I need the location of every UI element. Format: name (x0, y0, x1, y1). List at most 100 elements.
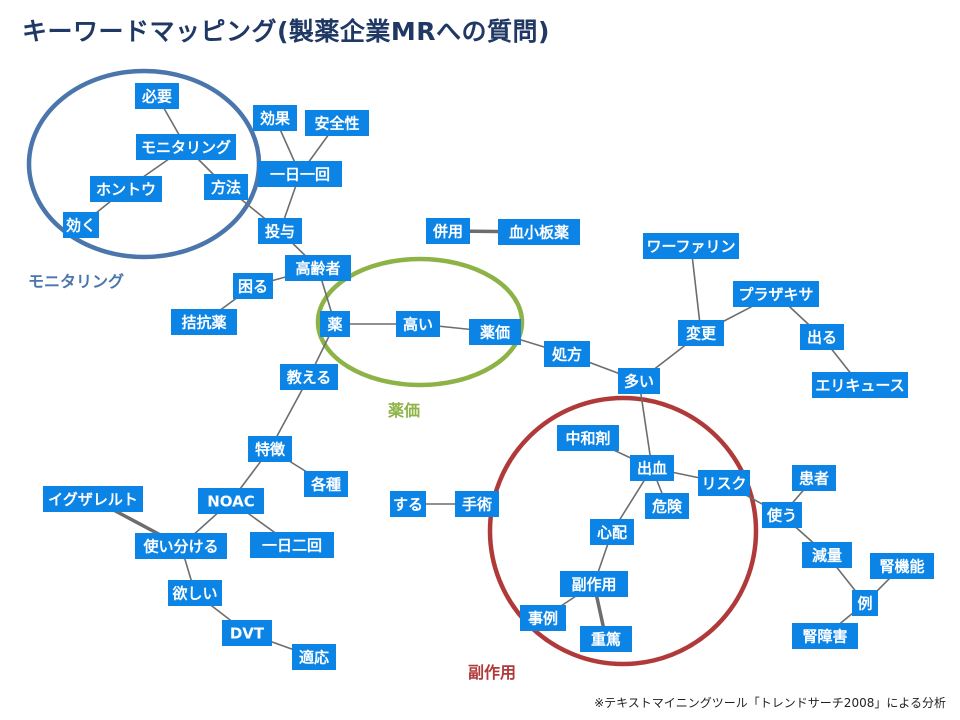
keyword-node-plazaxa[interactable]: プラザキサ (733, 281, 819, 307)
keyword-node-jirei[interactable]: 事例 (520, 605, 566, 631)
keyword-node-kikkouyaku[interactable]: 拮抗薬 (171, 309, 237, 335)
keyword-node-tsukaiwakeru[interactable]: 使い分ける (135, 533, 227, 559)
keyword-node-box (544, 341, 590, 367)
keyword-node-komaru[interactable]: 困る (233, 273, 273, 299)
keyword-node-oshieru[interactable]: 教える (280, 364, 338, 390)
keyword-node-label: 腎障害 (802, 628, 847, 646)
keyword-node-label: NOAC (207, 493, 255, 511)
keyword-node-box (135, 83, 179, 109)
keyword-node-box (253, 105, 297, 131)
keyword-node-chuwazai[interactable]: 中和剤 (557, 425, 619, 451)
keyword-node-box (800, 324, 844, 350)
keyword-node-ooi[interactable]: 多い (618, 368, 660, 394)
keyword-node-box (498, 219, 580, 245)
keyword-node-shukketsu[interactable]: 出血 (630, 455, 674, 481)
keyword-node-label: 一日二回 (262, 537, 322, 555)
keyword-node-tokuchou[interactable]: 特徴 (248, 436, 292, 462)
keyword-node-box (171, 309, 237, 335)
keyword-node-warfarin[interactable]: ワーファリン (643, 233, 739, 259)
keyword-node-box (304, 471, 348, 497)
keyword-node-label: 中和剤 (565, 430, 610, 448)
keyword-node-box (469, 319, 521, 345)
keyword-node-ichinichiikkai[interactable]: 一日一回 (258, 161, 342, 187)
keyword-node-label: DVT (230, 625, 265, 643)
keyword-node-box (630, 455, 674, 481)
keyword-node-label: 出る (807, 329, 837, 347)
keyword-node-label: 多い (624, 373, 654, 391)
keyword-node-kakushu[interactable]: 各種 (304, 471, 348, 497)
keyword-node-kesshoban[interactable]: 血小板薬 (498, 219, 580, 245)
keyword-node-label: 薬 (326, 316, 342, 334)
keyword-node-fukusayou[interactable]: 副作用 (560, 571, 628, 597)
keyword-node-box (280, 364, 338, 390)
keyword-node-rei[interactable]: 例 (852, 590, 878, 616)
keyword-node-henkou[interactable]: 変更 (678, 320, 724, 346)
keyword-node-igzarelto[interactable]: イグザレルト (43, 486, 143, 512)
keyword-node-shinpai[interactable]: 心配 (590, 519, 634, 545)
keyword-node-suru[interactable]: する (390, 491, 426, 517)
keyword-node-juutoku[interactable]: 重篤 (580, 626, 632, 652)
keyword-node-takai[interactable]: 高い (396, 311, 440, 337)
keyword-node-deru[interactable]: 出る (800, 324, 844, 350)
keyword-node-label: 使う (766, 507, 797, 525)
keyword-node-box (643, 233, 739, 259)
edge-ooi-shukketsu (638, 380, 653, 469)
keyword-node-yakka[interactable]: 薬価 (469, 319, 521, 345)
keyword-node-label: イグザレルト (48, 491, 138, 509)
keyword-node-box (698, 470, 750, 496)
keyword-node-box (90, 176, 162, 202)
keyword-node-noac[interactable]: NOAC (198, 488, 264, 514)
cluster-ellipse-fukusayou (487, 395, 759, 667)
keyword-node-label: 副作用 (571, 576, 616, 594)
keyword-node-risk[interactable]: リスク (698, 470, 750, 496)
keyword-node-anzensei[interactable]: 安全性 (305, 110, 369, 136)
keyword-node-label: 投与 (265, 223, 295, 241)
keyword-node-label: 効く (66, 217, 96, 235)
keyword-node-kiku[interactable]: 効く (63, 212, 99, 238)
keyword-node-box (168, 580, 222, 606)
keyword-node-ichinichinikai[interactable]: 一日二回 (250, 532, 334, 558)
keyword-node-kouka[interactable]: 効果 (253, 105, 297, 131)
keyword-node-jinkinou[interactable]: 腎機能 (870, 553, 934, 579)
keyword-node-label: する (393, 496, 423, 514)
keyword-node-box (204, 174, 248, 200)
keyword-node-label: 安全性 (314, 115, 359, 133)
keyword-node-box (248, 436, 292, 462)
keyword-node-genryou[interactable]: 減量 (802, 542, 852, 568)
keyword-node-label: リスク (701, 475, 746, 493)
keyword-node-shohou[interactable]: 処方 (544, 341, 590, 367)
keyword-node-box (320, 311, 350, 337)
keyword-node-box (812, 372, 908, 398)
keyword-node-label: 手術 (462, 496, 492, 514)
keyword-node-box (455, 491, 499, 517)
keyword-node-box (557, 425, 619, 451)
cluster-label-monitoring: モニタリング (28, 272, 124, 291)
keyword-node-houhou[interactable]: 方法 (204, 174, 248, 200)
keyword-node-label: ホントウ (96, 181, 156, 199)
keyword-node-label: 特徴 (255, 441, 286, 459)
keyword-node-toyo[interactable]: 投与 (258, 218, 302, 244)
keyword-node-label: 必要 (141, 88, 172, 106)
keyword-node-box (390, 491, 426, 517)
keyword-node-eliquis[interactable]: エリキュース (812, 372, 908, 398)
keyword-node-kiken[interactable]: 危険 (645, 493, 689, 519)
keyword-node-koureisha[interactable]: 高齢者 (285, 255, 351, 281)
keyword-node-hontou[interactable]: ホントウ (90, 176, 162, 202)
keyword-node-heiyou[interactable]: 併用 (426, 218, 470, 244)
keyword-node-tsukau[interactable]: 使う (762, 502, 802, 528)
keyword-node-monitoring[interactable]: モニタリング (136, 134, 236, 160)
keyword-node-box (678, 320, 724, 346)
keyword-node-hoshii[interactable]: 欲しい (168, 580, 222, 606)
keyword-node-dvt[interactable]: DVT (222, 620, 272, 646)
keyword-node-hitsuyou[interactable]: 必要 (135, 83, 179, 109)
keyword-node-tekiou[interactable]: 適応 (292, 644, 336, 670)
keyword-node-label: 患者 (799, 470, 829, 488)
cluster-ellipse-yakka (315, 256, 525, 388)
keyword-node-shujutsu[interactable]: 手術 (455, 491, 499, 517)
keyword-node-box (396, 311, 440, 337)
keyword-node-kanja[interactable]: 患者 (792, 465, 836, 491)
keyword-node-jinshougai[interactable]: 腎障害 (792, 623, 858, 649)
keyword-node-kusuri[interactable]: 薬 (320, 311, 350, 337)
keyword-node-box (285, 255, 351, 281)
